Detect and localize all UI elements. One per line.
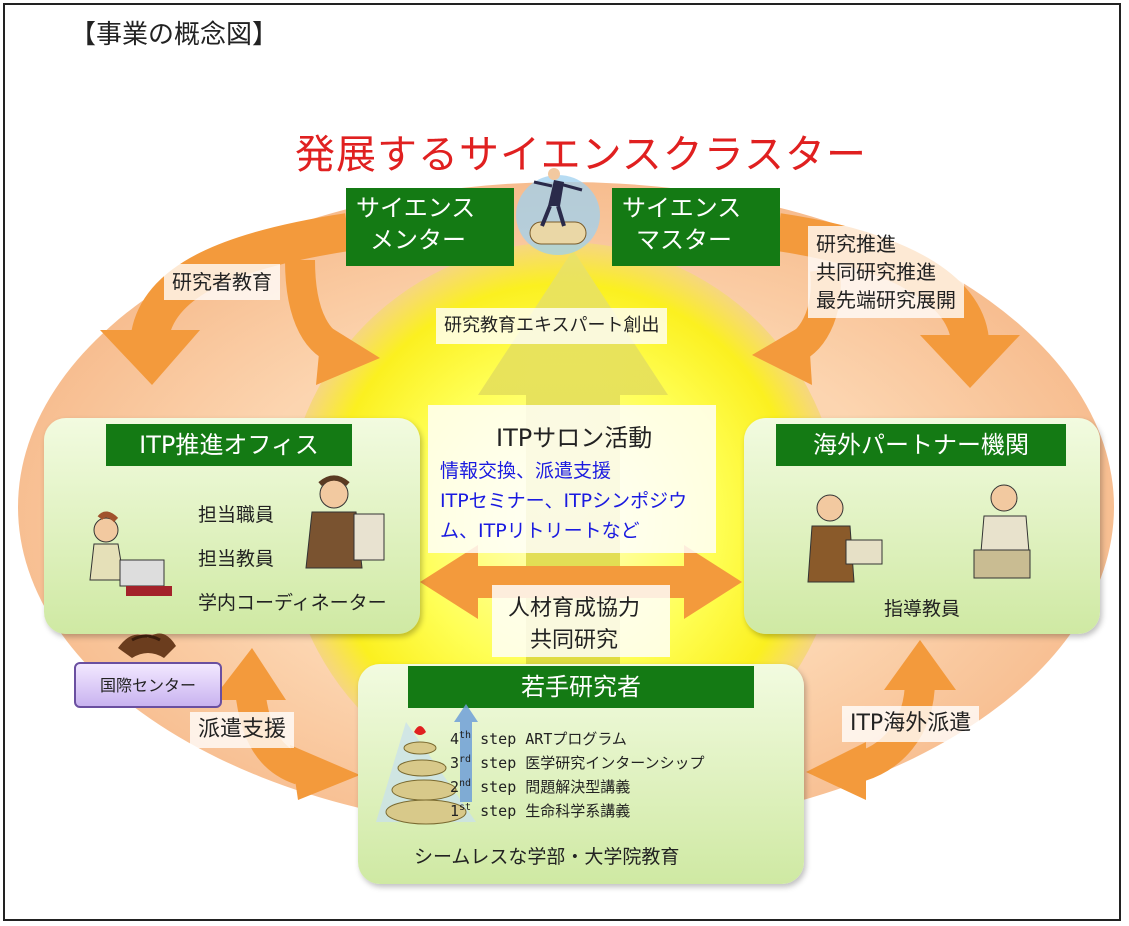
joint-research-promotion: 共同研究推進 — [816, 260, 936, 284]
science-master-box: サイエンス マスター — [612, 188, 780, 266]
climber-icon — [376, 704, 478, 825]
speaker-icon — [973, 484, 1031, 579]
page-heading: 【事業の概念図】 — [70, 20, 279, 50]
handshake-icon — [118, 633, 176, 658]
step-3-num: 3 — [450, 754, 460, 772]
step-2-num: 2 — [450, 778, 460, 796]
itp-salon-box — [428, 405, 716, 553]
surfer-icon — [516, 168, 600, 255]
partner-supervisor: 指導教員 — [884, 598, 961, 620]
expert-creation-label: 研究教育エキスパート創出 — [436, 308, 668, 344]
diagram-frame — [3, 3, 1121, 921]
overseas-dispatch-label: ITP海外派遣 — [842, 706, 980, 742]
cutting-edge-research: 最先端研究展開 — [816, 288, 956, 312]
science-mentor-box: サイエンス メンター — [346, 188, 514, 266]
intl-center-box: 国際センター — [74, 662, 222, 708]
research-promotion: 研究推進 — [816, 232, 896, 256]
step-2-label: step 問題解決型講義 — [480, 778, 631, 796]
master-line2: マスター — [636, 226, 732, 254]
mentor-line2: メンター — [370, 226, 466, 254]
step-1-label: step 生命科学系講義 — [480, 802, 631, 820]
salon-line-2: ITPセミナー、ITPシンポジウ — [440, 490, 688, 512]
secretary-icon — [89, 511, 172, 596]
step-2: 2nd step 問題解決型講義 — [450, 776, 630, 797]
dispatch-support-label: 派遣支援 — [190, 712, 295, 748]
step-3-sup: rd — [459, 754, 472, 765]
mentor-line1: サイエンス — [356, 194, 476, 222]
collaboration-box — [492, 585, 670, 657]
cluster-title: 発展するサイエンスクラスター — [295, 132, 867, 178]
step-4: 4th step ARTプログラム — [450, 728, 627, 749]
step-2-sup: nd — [459, 778, 472, 789]
itp-office-title: ITP推進オフィス — [106, 424, 352, 466]
salon-line-3: ム、ITPリトリートなど — [440, 520, 640, 542]
step-3-label: step 医学研究インターンシップ — [480, 754, 705, 772]
step-1-sup: st — [459, 802, 472, 813]
joint-research: 共同研究 — [530, 628, 619, 653]
step-4-sup: th — [459, 730, 472, 741]
hr-development-cooperation: 人材育成協力 — [508, 596, 641, 621]
master-line1: サイエンス — [622, 194, 742, 222]
office-member-staff: 担当職員 — [198, 504, 275, 526]
step-4-label: step ARTプログラム — [480, 730, 627, 748]
step-1-num: 1 — [450, 802, 460, 820]
researcher-education-label: 研究者教育 — [164, 264, 280, 300]
step-4-num: 4 — [450, 730, 460, 748]
young-researcher-title: 若手研究者 — [408, 666, 754, 708]
research-promotion-labels: 研究推進 共同研究推進 最先端研究展開 — [808, 226, 964, 318]
step-1: 1st step 生命科学系講義 — [450, 800, 630, 821]
presenter-icon — [807, 494, 883, 583]
salon-line-1: 情報交換、派遣支援 — [440, 460, 612, 482]
seamless-education: シームレスな学部・大学院教育 — [414, 846, 680, 868]
partner-title: 海外パートナー機関 — [776, 424, 1066, 466]
itp-salon-title: ITPサロン活動 — [496, 424, 653, 452]
businessman-icon — [305, 475, 385, 569]
office-member-faculty: 担当教員 — [198, 548, 275, 570]
step-3: 3rd step 医学研究インターンシップ — [450, 752, 705, 773]
office-member-coordinator: 学内コーディネーター — [198, 592, 387, 614]
